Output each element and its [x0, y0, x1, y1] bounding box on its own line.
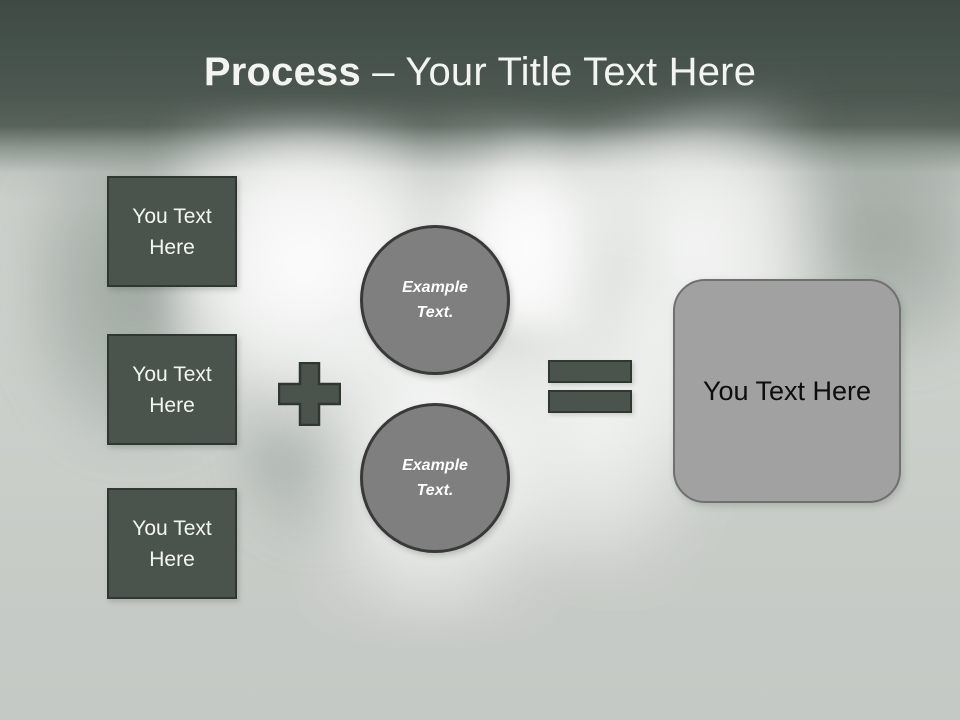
input-box-3-label: You Text Here [132, 516, 212, 571]
result-box[interactable]: You Text Here [673, 279, 901, 503]
input-box-2[interactable]: You Text Here [107, 334, 237, 445]
input-box-1-label: You Text Here [132, 204, 212, 259]
slide-title: Process – Your Title Text Here [0, 48, 960, 96]
equals-icon [548, 360, 632, 413]
input-box-1[interactable]: You Text Here [107, 176, 237, 287]
plus-icon [278, 362, 341, 426]
equals-bar-bottom [548, 390, 632, 413]
slide-title-rest: Your Title Text Here [405, 50, 757, 94]
input-box-2-label: You Text Here [132, 362, 212, 417]
result-box-label: You Text Here [702, 375, 872, 406]
equals-bar-top [548, 360, 632, 383]
slide-title-bold: Process [203, 50, 361, 94]
slide-title-separator: – [360, 50, 406, 94]
input-box-3[interactable]: You Text Here [107, 488, 237, 599]
